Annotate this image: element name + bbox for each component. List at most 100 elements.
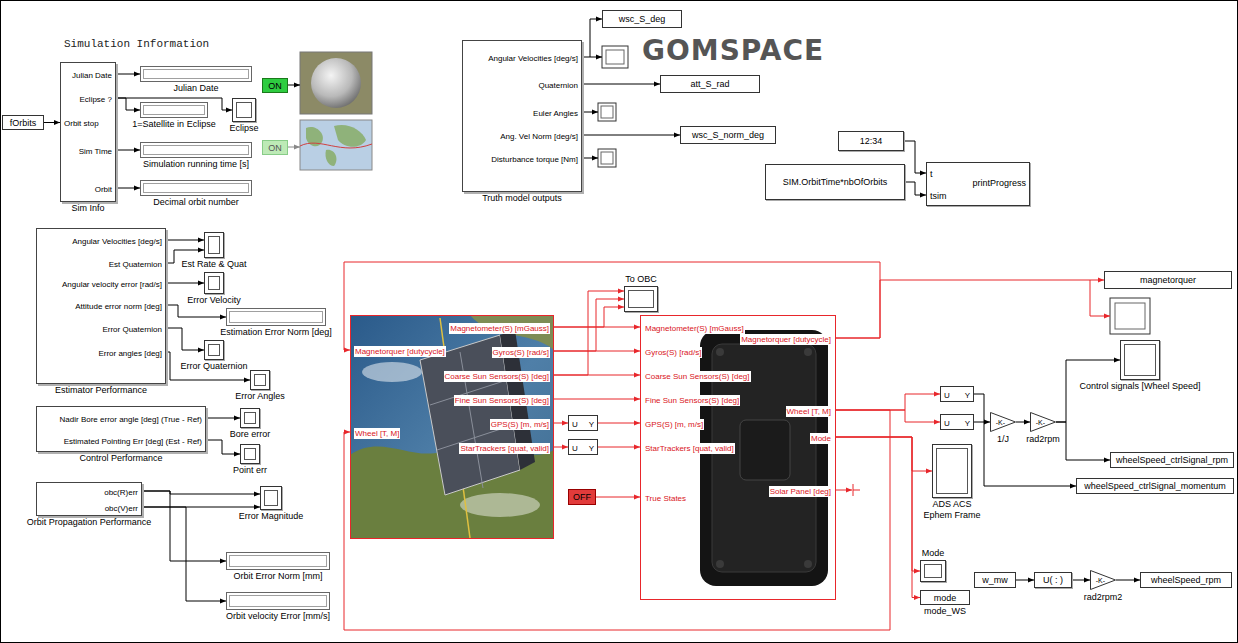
signal-line [554, 447, 568, 448]
port-label: Estimated Pointing Err [deg] (Est - Ref) [64, 436, 202, 447]
block-label: Point err [233, 465, 267, 476]
block-text: wheelSpeed_ctrlSignal_rpm [1116, 455, 1228, 466]
signal-line [554, 375, 640, 376]
port-label: Solar Panel [deg] [769, 486, 832, 497]
drawing-part [350, 315, 554, 539]
port-label: StarTrackers [quat, valid] [459, 443, 550, 454]
drawing-part [1110, 298, 1150, 334]
display-block: Simulation running time [s] [140, 142, 252, 158]
port-label: Quaternion [538, 80, 578, 91]
constant-block: OFF [568, 489, 596, 505]
drawing-part [598, 149, 616, 167]
port-label: Magnetometer(S) [mGauss] [644, 323, 745, 334]
signal-line [116, 74, 140, 75]
drawing-part [853, 484, 860, 496]
goto-block: wsc_S_norm_deg [680, 126, 776, 144]
signal-line [344, 410, 890, 630]
satellite-block: Magnetorquer [dutycycle]Wheel [T, M]Magn… [350, 315, 554, 539]
port-label: tsim [930, 191, 947, 202]
signal-line [116, 188, 140, 189]
port-label: Attitude error norm [deg] [75, 301, 162, 312]
display-block: Decimal orbit number [140, 180, 252, 196]
block-text: fOrbits [10, 117, 37, 128]
signal-line [554, 307, 624, 327]
block-label: Error Magnitude [239, 511, 304, 522]
port-label: obc(V)err [105, 503, 138, 514]
block-text: magnetorquer [1140, 275, 1196, 286]
signal-line [554, 291, 624, 375]
block-label: Control Performance [79, 453, 162, 464]
signal-line [836, 280, 1104, 338]
goto-block: wheelSpeed_ctrlSignal_rpm [1110, 452, 1234, 468]
selector-block: UY [568, 415, 598, 431]
drawing-part [362, 362, 422, 382]
drawing-part [716, 348, 724, 356]
port-label: printProgress [972, 178, 1026, 189]
signal-line [1072, 580, 1090, 581]
subsystem-block: Angular Velocities [deg/s]Est Quaternion… [36, 228, 166, 384]
scope-block: Mode [920, 560, 946, 582]
block-label: Sim Info [71, 203, 104, 214]
signal-line [166, 283, 204, 284]
port-label: Orbit [95, 184, 112, 195]
signal-line [974, 422, 990, 423]
block-text: ON [268, 142, 282, 153]
goto-block: magnetorquer [1104, 271, 1232, 289]
port-label: GPS(S) [m, m/s] [644, 419, 704, 430]
drawing-part [300, 143, 372, 148]
subsystem-block: Angular Velocities [deg/s]QuaternionEule… [462, 40, 582, 192]
block-label: Estimator Performance [55, 385, 147, 396]
block-text: att_S_rad [690, 79, 729, 90]
signal-line [554, 399, 640, 400]
block-label: Orbit velocity Error [mm/s] [226, 611, 330, 622]
signal-line [344, 262, 880, 350]
block-label: Decimal orbit number [153, 197, 239, 208]
port-label: t [930, 169, 933, 180]
gain-block: -K-1/J [990, 412, 1016, 432]
port-label: Disturbance torque [Nm] [491, 154, 578, 165]
display-block: Orbit Error Norm [mm] [226, 552, 330, 570]
block-label: mode_WS [924, 606, 966, 617]
port-label: True States [644, 493, 687, 504]
port-label: Wheel [T, M] [786, 406, 832, 417]
goto-block: wheelSpeed_rpm [1140, 572, 1232, 588]
block-label: Eclipse [229, 123, 258, 134]
block-label: 1/J [997, 434, 1009, 445]
port-label: Ang. Vel Norm [deg/s] [500, 131, 578, 142]
block-label: rad2rpm2 [1084, 592, 1123, 603]
port-label: Y [589, 419, 594, 430]
port-label: Fine Sun Sensors(S) [deg] [454, 395, 550, 406]
drawing-part [606, 50, 624, 64]
drawing-part [334, 125, 366, 147]
display-block: 1=Satellite in Eclipse [140, 102, 208, 118]
unlabelled-scope [598, 46, 1150, 334]
port-label: StarTrackers [quat, valid] [644, 443, 735, 454]
function-block: SIM.OrbitTime*nbOfOrbits [765, 164, 905, 200]
signal-line [582, 19, 602, 57]
goto-block: wsc_S_deg [602, 10, 682, 28]
scope-block: Control signals [Wheel Speed] [1120, 340, 1160, 380]
function-block: t tsim printProgress [926, 162, 1030, 206]
block-label: Julian Date [173, 83, 218, 94]
block-label: Orbit Error Norm [mm] [234, 571, 323, 582]
signal-line [142, 507, 226, 601]
signal-line [596, 497, 640, 498]
port-label: Gyros(S) [rad/s] [644, 347, 702, 358]
signal-line [582, 84, 660, 85]
port-label: Y [965, 418, 970, 429]
block-text: wsc_S_norm_deg [692, 130, 764, 141]
goto-block: modemode_WS [920, 590, 970, 605]
port-label: U [572, 419, 578, 430]
port-label: Eclipse ? [80, 94, 112, 105]
block-label: Error Velocity [187, 295, 241, 306]
signal-line [1056, 422, 1110, 460]
signal-line [206, 418, 240, 419]
goto-block: wheelSpeed_ctrlSignal_momentum [1076, 478, 1234, 494]
selector-block: UY [940, 414, 974, 430]
block-label: Simulation running time [s] [143, 159, 249, 170]
block-text: 12:34 [860, 136, 883, 147]
selector-block: UY [940, 386, 974, 402]
port-label: Magnetometer(S) [mGauss] [449, 323, 550, 334]
signal-line [1016, 580, 1034, 581]
